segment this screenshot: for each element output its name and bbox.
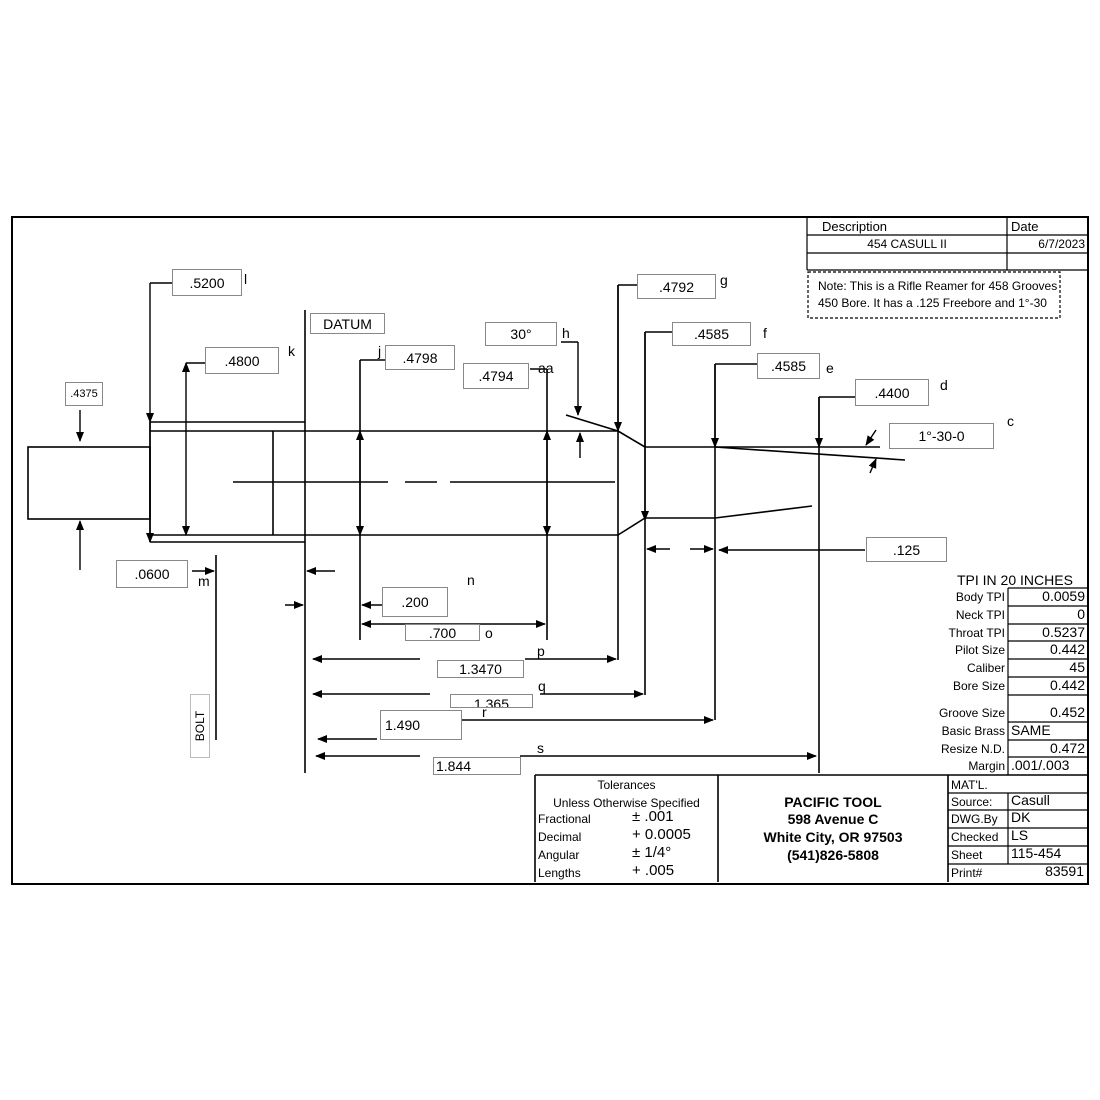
shank-diameter-box: .4375	[65, 382, 103, 406]
spec-label: Neck TPI	[955, 608, 1005, 622]
dim-k-box: .4800	[205, 347, 279, 374]
dim-c-label: c	[1007, 413, 1014, 429]
dim-s-label: s	[537, 740, 544, 756]
date-value: 6/7/2023	[1038, 237, 1085, 251]
spec-label: Caliber	[966, 661, 1005, 675]
spec-value: 0	[1077, 606, 1085, 622]
dim-n-label: n	[467, 572, 475, 588]
spec-value: 0.0059	[1042, 588, 1085, 604]
tolerance-value: ± .001	[632, 808, 674, 825]
material-value: 83591	[1045, 863, 1084, 879]
tolerance-value: + 0.0005	[632, 826, 691, 843]
spec-value: 0.442	[1049, 677, 1085, 693]
tolerances-title: Tolerances	[597, 778, 656, 792]
spec-label: Margin	[968, 759, 1005, 773]
dim-m-box: .0600	[116, 560, 188, 588]
spec-label: Basic Brass	[941, 724, 1005, 738]
dim-f-box: .4585	[672, 322, 751, 346]
dim-j-box: .4798	[385, 345, 455, 370]
dim-o-box: .700	[405, 624, 480, 641]
spec-value: 0.472	[1049, 740, 1085, 756]
spec-label: Throat TPI	[948, 626, 1005, 640]
material-label: Checked	[951, 830, 999, 844]
dim-k-label: k	[288, 343, 295, 359]
dim-aa-label: aa	[538, 360, 554, 376]
bolt-label: BOLT	[193, 710, 208, 742]
note-line-2: 450 Bore. It has a .125 Freebore and 1°-…	[818, 296, 1047, 310]
specs-header: TPI IN 20 INCHES	[957, 572, 1073, 588]
spec-value: 0.442	[1049, 641, 1085, 657]
material-value: DK	[1011, 809, 1031, 825]
dim-r-label: r	[482, 704, 487, 720]
dim-aa-box: .4794	[463, 363, 529, 389]
dim-g-label: g	[720, 272, 728, 288]
dim-q-label: q	[538, 678, 546, 694]
shank-outline	[27, 446, 151, 520]
dim-g-box: .4792	[637, 274, 716, 299]
dim-r-box: 1.490	[380, 710, 462, 740]
tolerance-value: + .005	[632, 862, 675, 879]
tolerance-label: Fractional	[538, 812, 591, 826]
drawing-frame	[11, 216, 1089, 885]
spec-value: 0.452	[1049, 704, 1085, 720]
spec-label: Groove Size	[938, 706, 1005, 720]
spec-value: 0.5237	[1042, 624, 1085, 640]
dim-l-box: .5200	[172, 269, 242, 296]
dim-c-box: 1°-30-0	[889, 423, 994, 449]
note-line-1: Note: This is a Rifle Reamer for 458 Gro…	[818, 279, 1058, 293]
dim-e-box: .4585	[757, 353, 820, 379]
material-label: Print#	[951, 866, 983, 880]
dim-j-label: j	[378, 343, 382, 359]
freebore-box: .125	[866, 537, 947, 562]
spec-label: Bore Size	[952, 679, 1005, 693]
dim-d-label: d	[940, 377, 948, 393]
spec-value: SAME	[1011, 722, 1051, 738]
date-header: Date	[1011, 219, 1039, 234]
company-phone: (541)826-5808	[787, 847, 879, 863]
dim-p-label: p	[537, 643, 545, 659]
spec-label: Body TPI	[955, 590, 1005, 604]
spec-value: .001/.003	[1011, 757, 1070, 773]
dim-l-label: l	[244, 271, 248, 287]
spec-label: Resize N.D.	[940, 742, 1005, 756]
bolt-box: BOLT	[190, 694, 210, 758]
company-city: White City, OR 97503	[763, 829, 903, 845]
dim-o-label: o	[485, 625, 493, 641]
spec-label: Pilot Size	[954, 643, 1005, 657]
dim-p-box: 1.3470	[437, 660, 524, 678]
tolerances-subtitle: Unless Otherwise Specified	[553, 796, 700, 810]
material-label: Sheet	[951, 848, 983, 862]
dim-n-box: .200	[382, 587, 448, 617]
material-label: DWG.By	[951, 812, 998, 826]
dim-h-box: 30°	[485, 322, 557, 346]
tolerance-label: Angular	[538, 848, 580, 862]
material-value: LS	[1011, 827, 1029, 843]
material-value: Casull	[1011, 792, 1050, 808]
spec-value: 45	[1069, 659, 1085, 675]
company-name: PACIFIC TOOL	[784, 794, 882, 810]
material-header: MAT'L.	[951, 778, 988, 792]
material-label: Source:	[951, 795, 993, 809]
dim-s-box: 1.844	[433, 757, 521, 775]
tolerance-label: Decimal	[538, 830, 582, 844]
dim-m-label: m	[198, 573, 210, 589]
dim-f-label: f	[763, 325, 767, 341]
dim-h-label: h	[562, 325, 570, 341]
tolerance-label: Lengths	[538, 866, 581, 880]
company-address: 598 Avenue C	[787, 811, 879, 827]
tolerance-value: ± 1/4°	[632, 844, 672, 861]
datum-box: DATUM	[310, 313, 385, 334]
dim-e-label: e	[826, 360, 834, 376]
description-header: Description	[822, 219, 888, 234]
material-value: 115-454	[1011, 845, 1062, 861]
dim-q-box: 1.365	[450, 694, 533, 708]
description-value: 454 CASULL II	[867, 237, 947, 251]
dim-d-box: .4400	[855, 379, 929, 406]
